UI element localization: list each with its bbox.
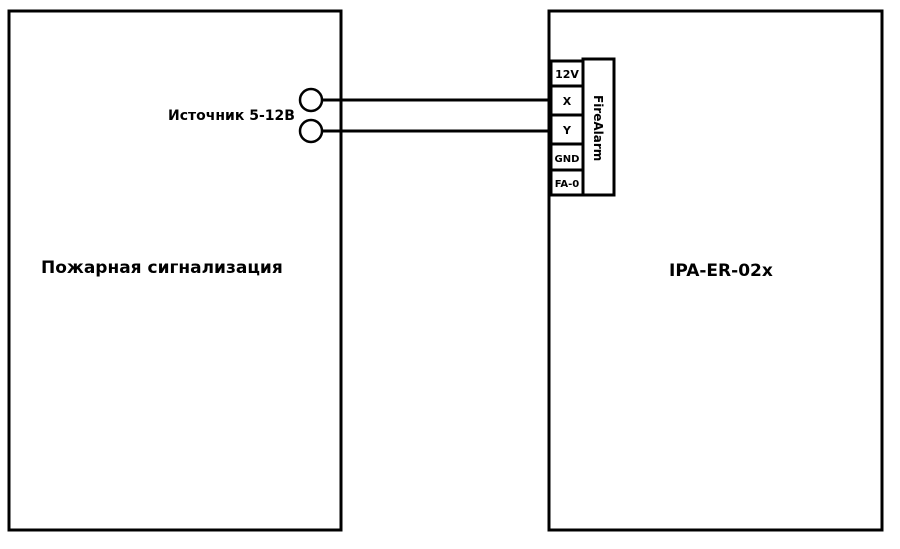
- source-terminal-2-icon: [298, 118, 324, 144]
- pin-y-label: Y: [562, 124, 572, 137]
- ipa-er-02x-title: IPA-ER-02x: [669, 261, 773, 281]
- pin-y: [549, 113, 585, 146]
- connector-name: FireAlarm: [591, 95, 605, 161]
- pin-gnd-label: GND: [555, 154, 580, 165]
- pin-12v: [549, 59, 585, 88]
- pin-fa0: [549, 168, 585, 197]
- pin-fa0-label: FA-0: [555, 179, 580, 190]
- pin-12v-label: 12V: [555, 68, 579, 81]
- source-terminal-1-icon: [298, 87, 324, 113]
- firealarm-connector: FireAlarm 12V X Y GND FA-0: [549, 57, 616, 197]
- source-label: Источник 5-12В: [168, 108, 295, 124]
- pin-x-label: X: [563, 95, 572, 108]
- fire-alarm-panel-title: Пожарная сигнализация: [41, 258, 283, 278]
- fire-alarm-panel-block: [7, 9, 343, 532]
